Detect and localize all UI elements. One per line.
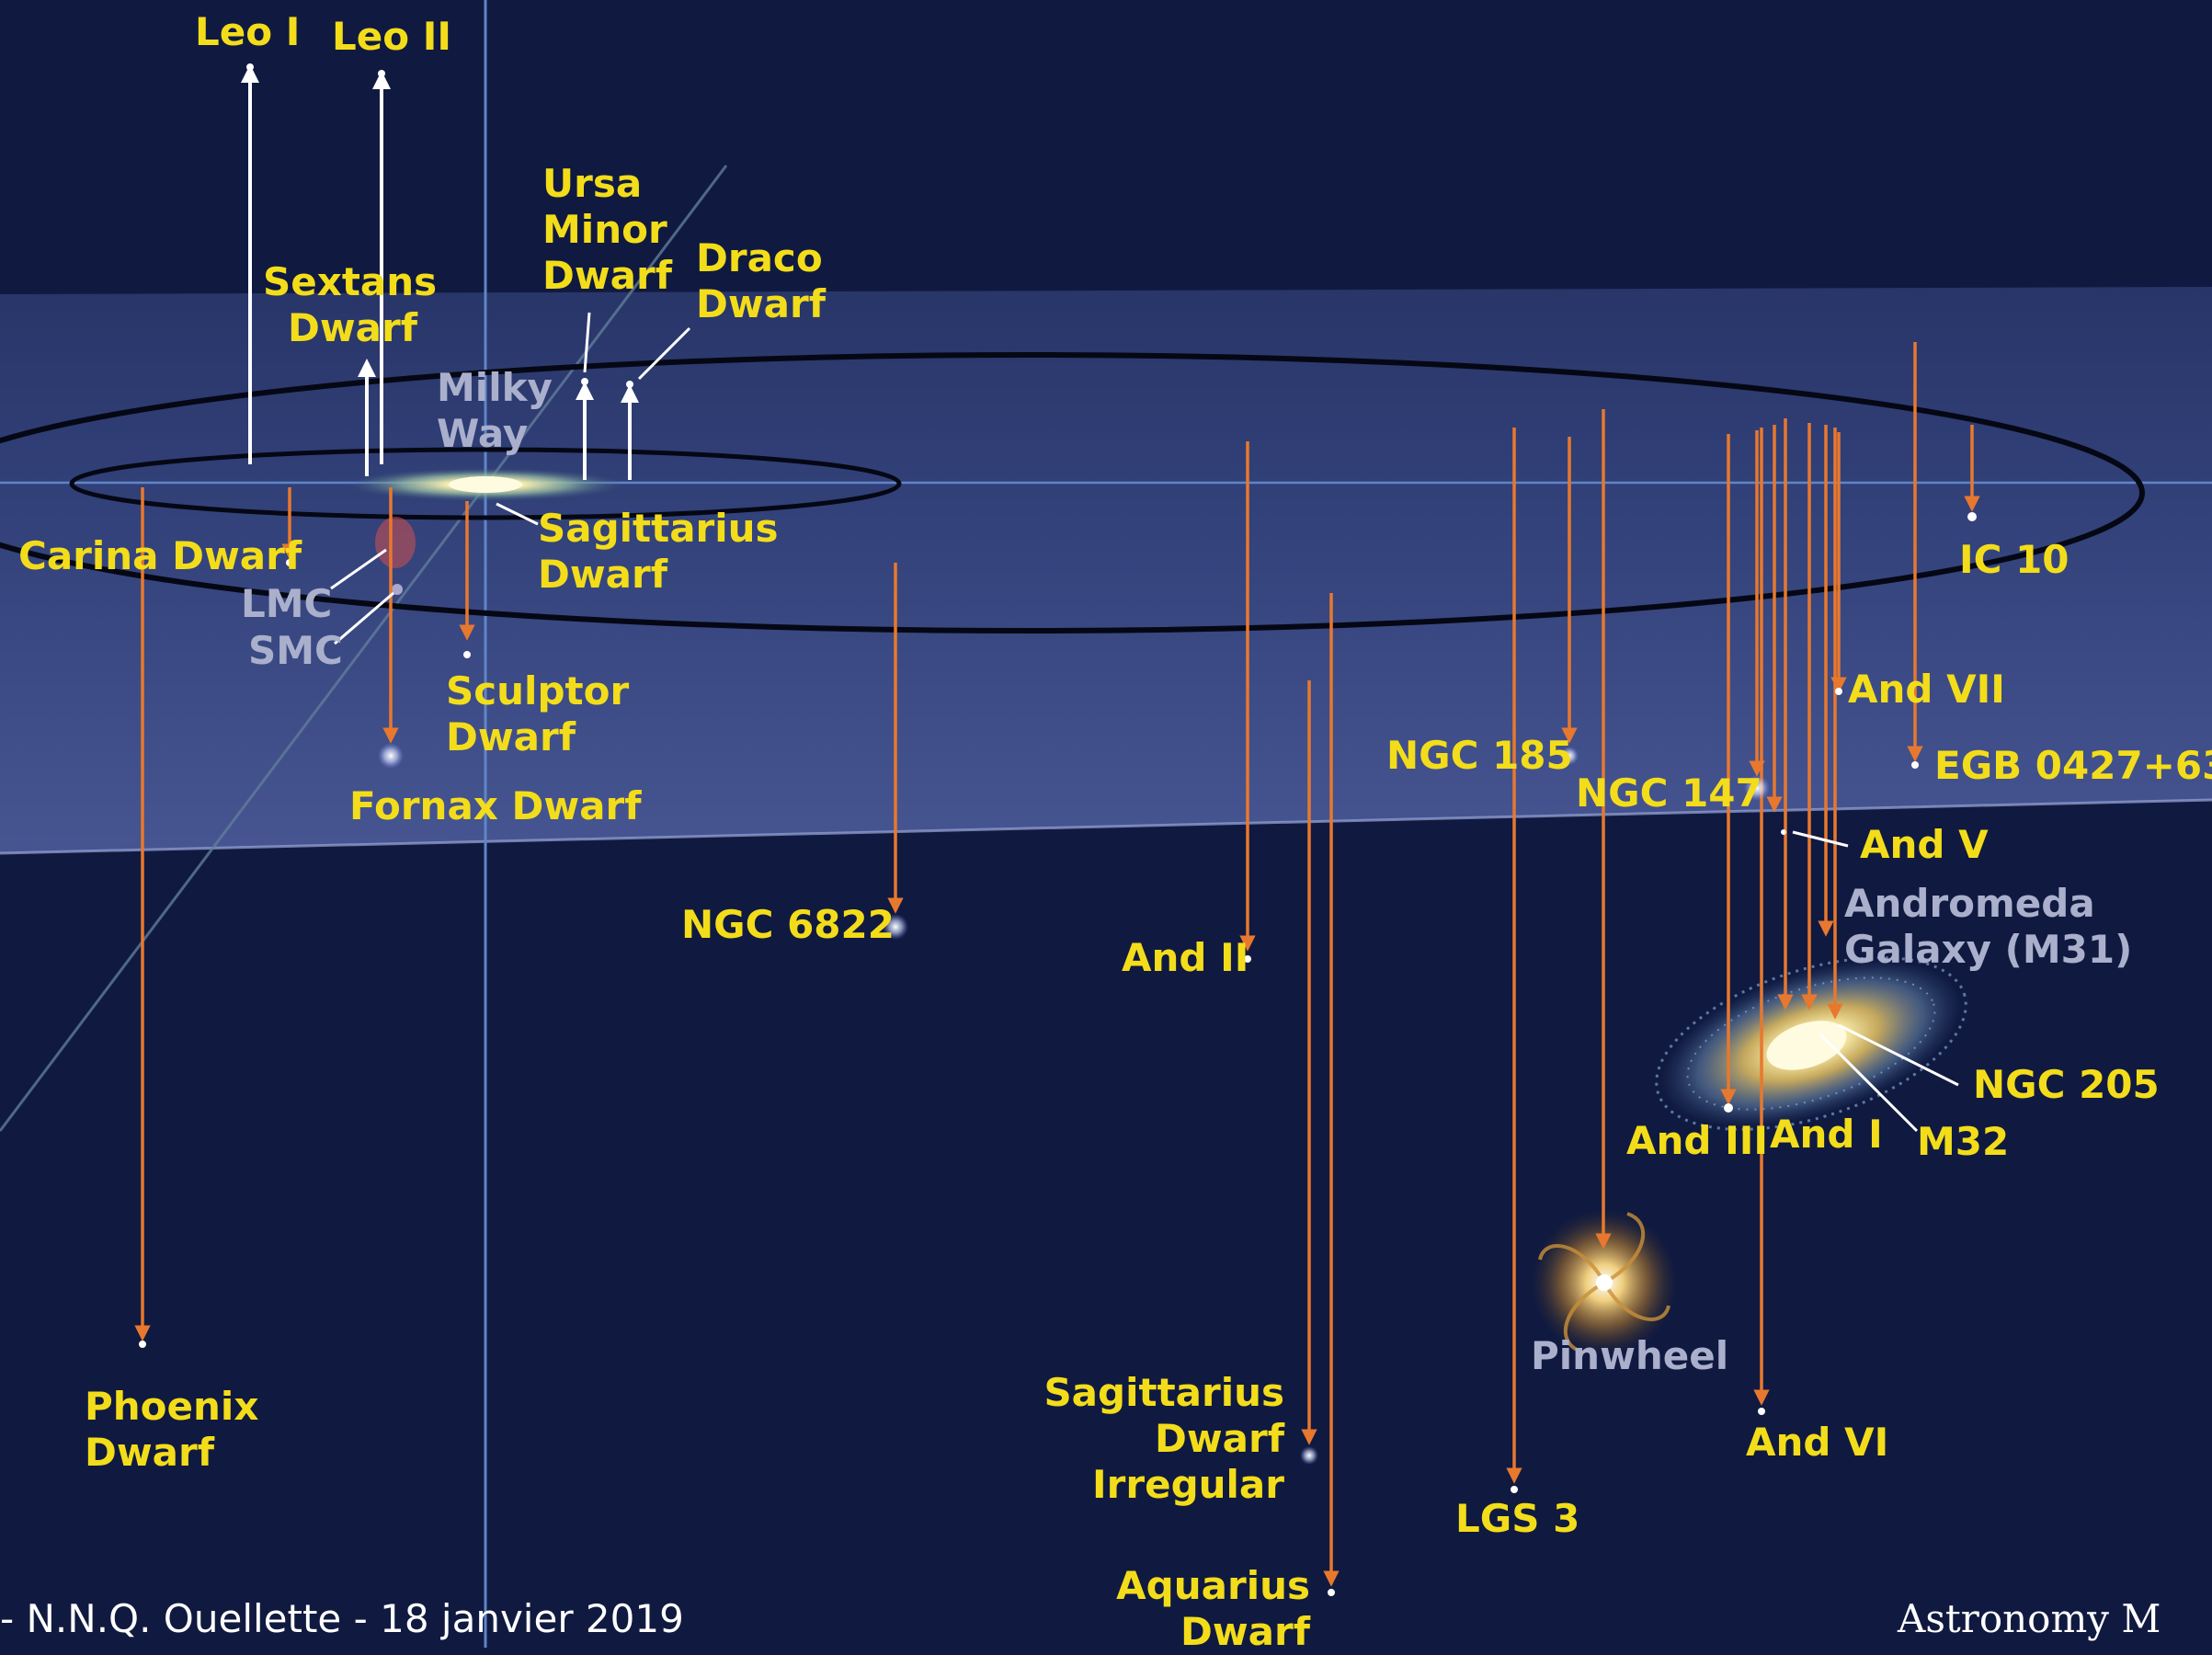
label-fornax-dwarf: Fornax Dwarf [349, 783, 642, 828]
milky-way-core [449, 476, 522, 493]
label-ngc-147: NGC 147 [1576, 770, 1762, 816]
label-and-ii: And II [1122, 935, 1249, 980]
label-egb-0427-63: EGB 0427+63 [1934, 743, 2212, 788]
leader-lines [330, 312, 1959, 1133]
label-m32: M32 [1917, 1119, 2010, 1164]
label-ngc-185: NGC 185 [1386, 733, 1573, 778]
label-leo-i: Leo I [195, 9, 301, 54]
label-ngc-205: NGC 205 [1973, 1062, 2160, 1107]
dot-ursa [581, 378, 588, 385]
leader-ursa [583, 312, 591, 373]
andromeda-galaxy [1655, 956, 1967, 1131]
label-ic-10: IC 10 [1959, 537, 2069, 582]
leader-lmc [330, 548, 387, 590]
dot-leo2 [378, 70, 385, 77]
label-lmc: LMC [241, 581, 333, 626]
milky-way-ellipse [69, 447, 902, 520]
dot-and7 [1835, 688, 1842, 695]
dot-ngc147 [1744, 775, 1770, 801]
dot-sculptor [463, 651, 471, 658]
label-and-iii: And III [1626, 1118, 1768, 1163]
label-leo-ii: Leo II [332, 14, 451, 59]
galaxy-dots [139, 63, 1977, 1596]
dot-ngc6822 [883, 914, 908, 940]
credit-author-date: - N.N.Q. Ouellette - 18 janvier 2019 [0, 1596, 684, 1641]
dot-aquarius [1328, 1589, 1335, 1596]
galactic-plane [0, 287, 2212, 853]
label-smc: SMC [248, 628, 343, 673]
dot-draco [626, 381, 633, 388]
label-and-vi: And VI [1746, 1420, 1889, 1465]
label-and-i: And I [1770, 1112, 1883, 1157]
up-arrows [241, 64, 639, 480]
diagonal-axis [0, 165, 728, 1132]
leader-smc [334, 591, 394, 645]
leader-m32 [1819, 1033, 1919, 1133]
lmc-glow [375, 517, 416, 568]
dot-and3 [1724, 1103, 1733, 1113]
dot-and6 [1758, 1408, 1765, 1415]
dot-sdig [1300, 1446, 1318, 1465]
label-ngc-6822: NGC 6822 [681, 902, 895, 947]
dot-ic10 [1967, 512, 1977, 521]
smc-glow [392, 584, 403, 595]
label-pinwheel: Pinwheel [1531, 1333, 1729, 1378]
dot-phoenix [139, 1341, 146, 1348]
dot-and2 [1244, 955, 1251, 963]
down-arrows [134, 342, 1980, 1587]
label-lgs-3: LGS 3 [1455, 1496, 1580, 1541]
label-carina-dwarf: Carina Dwarf [18, 533, 302, 578]
dot-egb [1911, 761, 1919, 769]
leader-draco [637, 326, 691, 381]
leader-ngc205 [1838, 1023, 1959, 1087]
dot-leo1 [246, 63, 254, 71]
dot-and5 [1781, 829, 1786, 835]
label-and-vii: And VII [1848, 667, 2005, 712]
local-group-ellipse [0, 352, 2145, 633]
label-and-v: And V [1860, 822, 1989, 867]
dot-carina [286, 559, 293, 566]
pinwheel-galaxy [1531, 1209, 1678, 1356]
dot-lgs3 [1511, 1486, 1518, 1493]
dot-fornax [378, 743, 404, 769]
dot-ngc185 [1560, 747, 1579, 765]
leader-and5 [1792, 830, 1849, 848]
leader-sagittarius [496, 502, 539, 526]
plane-edge [0, 798, 2212, 855]
credit-source: Astronomy M [1898, 1596, 2161, 1641]
